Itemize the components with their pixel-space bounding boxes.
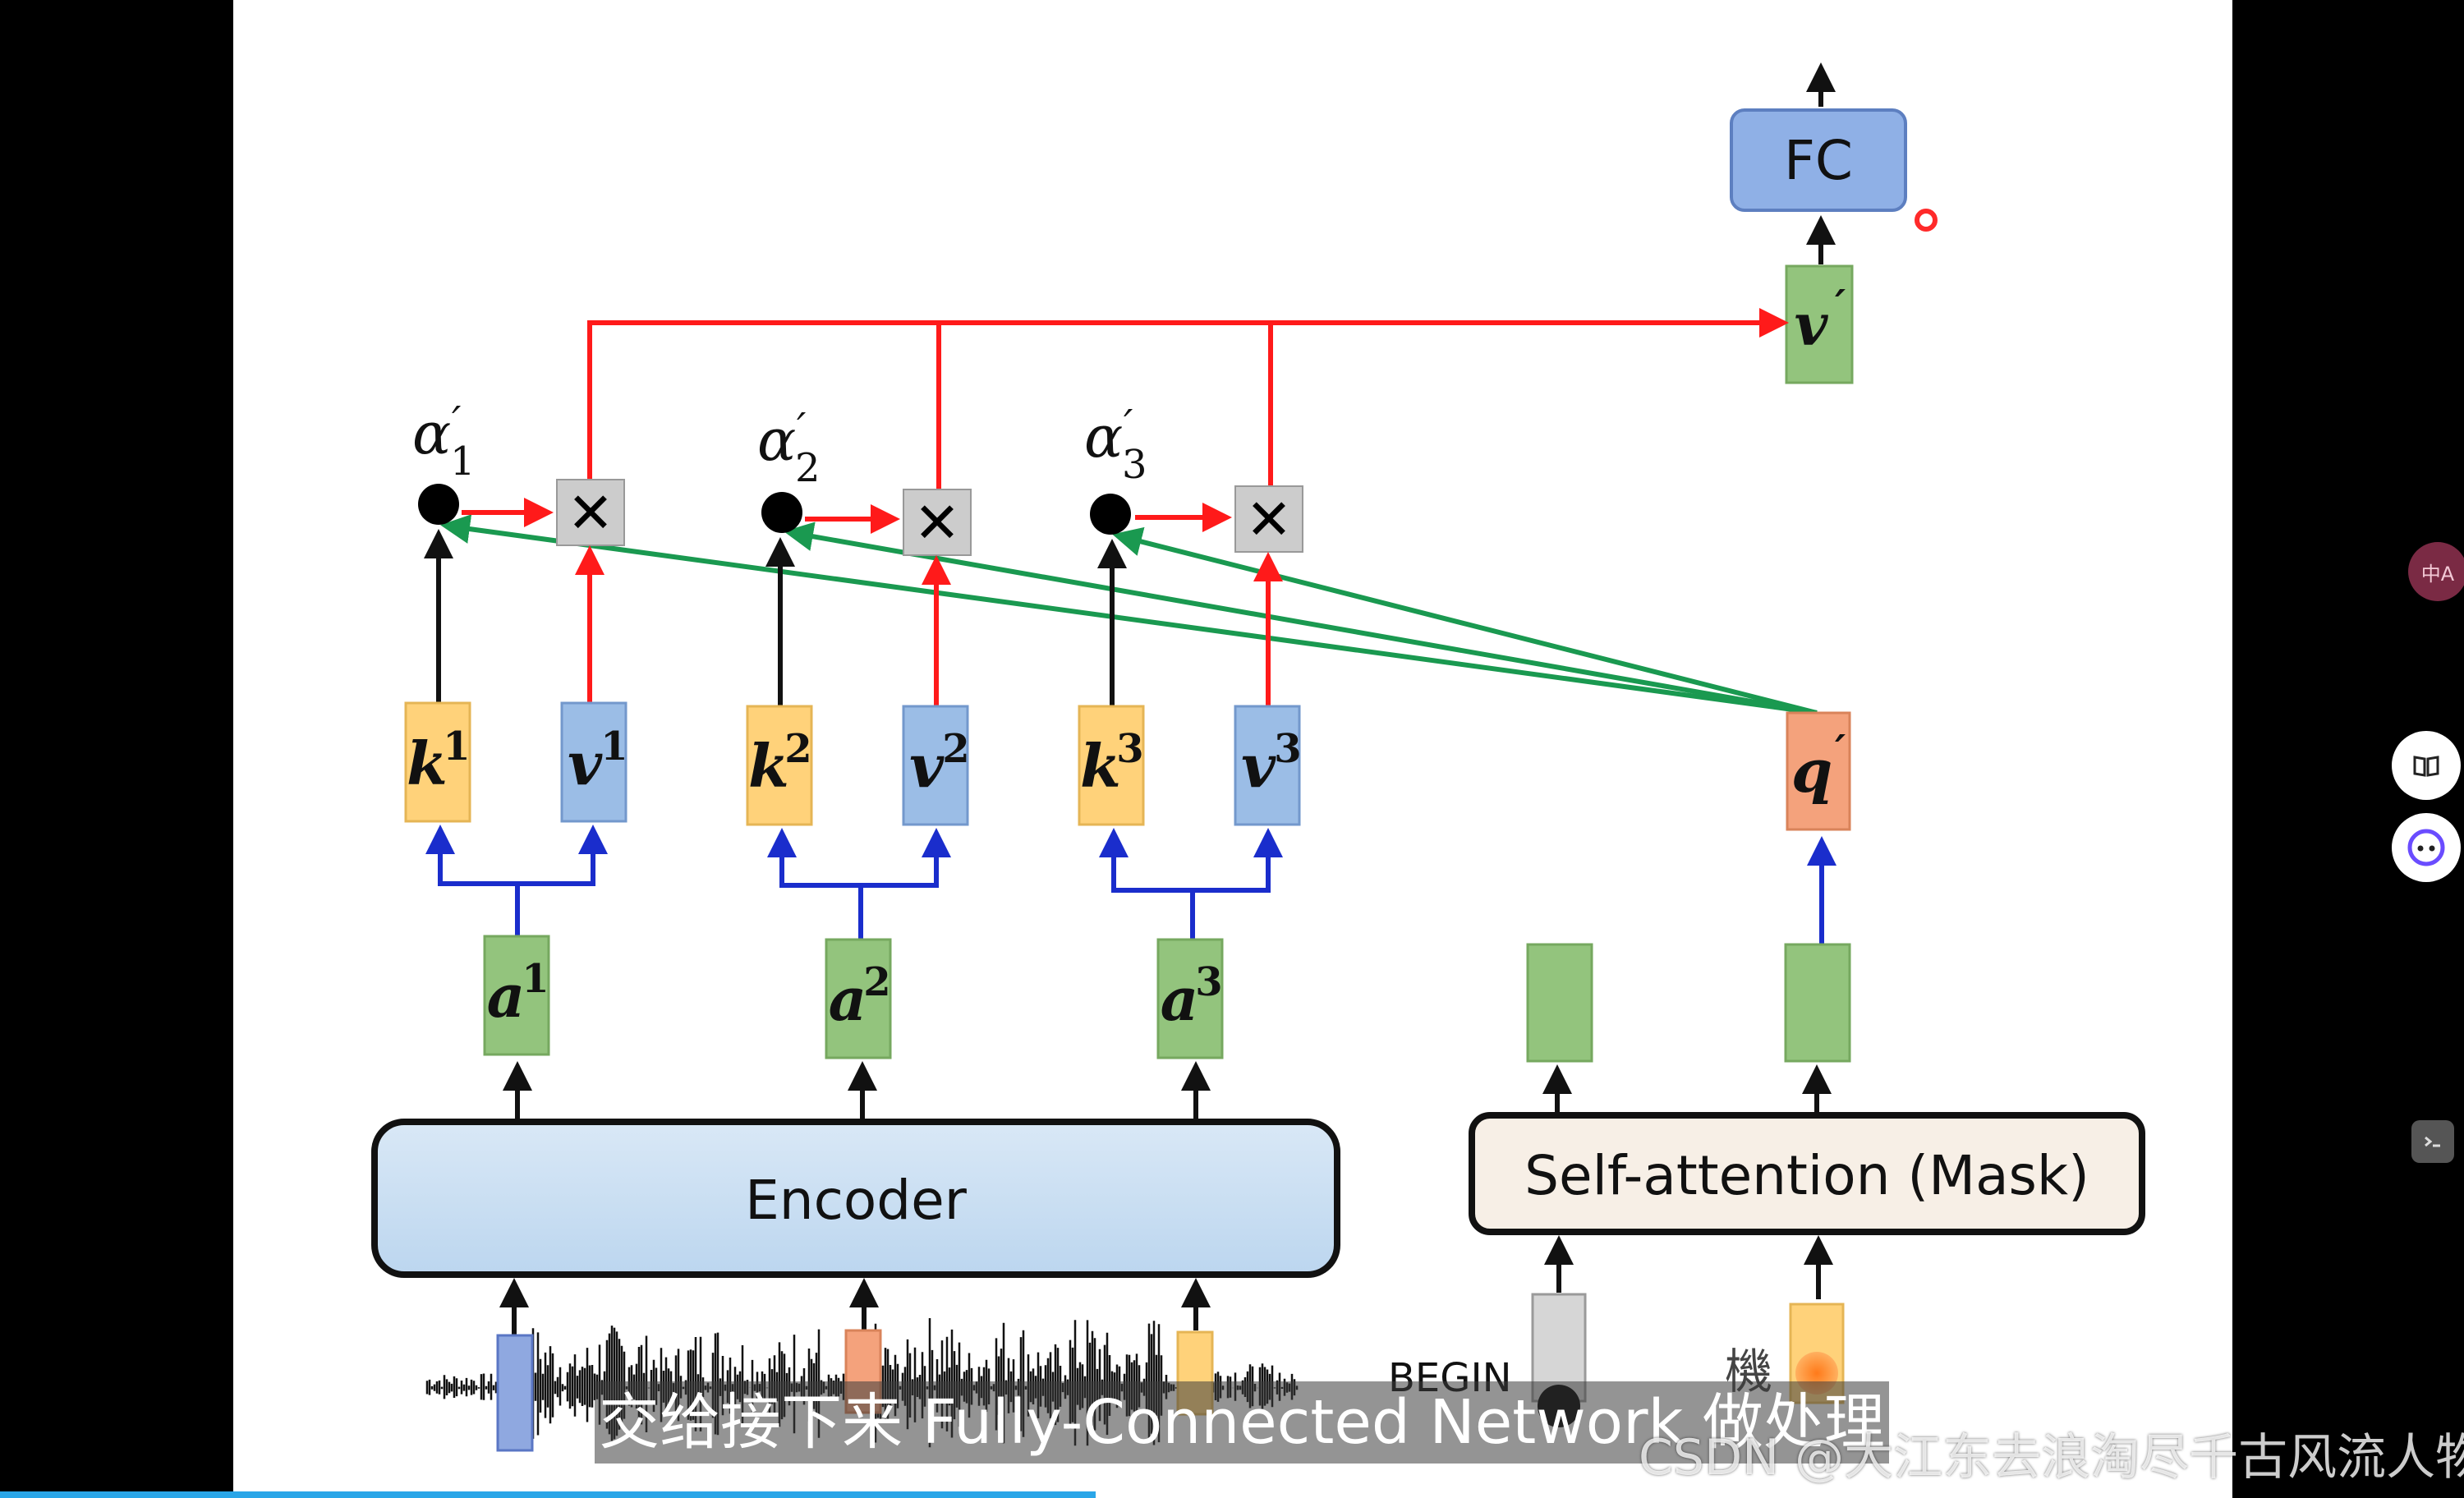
encoder-output-arrows [503, 1061, 1832, 1120]
key-2-sup: 2 [784, 726, 811, 772]
multiply-box-3 [1234, 485, 1303, 553]
key-3-box [1078, 705, 1145, 826]
attention-column-2: α ′ 2 ✕ k 2 v 2 a 2 [746, 404, 972, 1059]
v-prime-prime: ′ [1835, 280, 1846, 329]
value-3-sup: 3 [1274, 726, 1301, 772]
reader-button[interactable] [2392, 731, 2461, 800]
decoder-output-1 [1526, 943, 1593, 1063]
value-3-box [1234, 705, 1301, 826]
multiply-symbol-3: ✕ [1246, 488, 1293, 553]
translate-button[interactable]: 中A [2408, 542, 2464, 601]
query-block: q ′ [1786, 711, 1851, 944]
q-prime-box [1786, 711, 1851, 831]
key-1-label: k [407, 728, 448, 798]
alpha-3-label: α [1084, 403, 1123, 471]
weighted-sum-lines [587, 308, 1789, 489]
multiply-symbol-2: ✕ [914, 491, 961, 556]
q-prime-prime: ′ [1835, 725, 1846, 774]
alpha-2-sub: 2 [795, 445, 821, 491]
translate-label: 中A [2420, 562, 2455, 586]
alpha-1-sub: 1 [450, 439, 476, 485]
decoder-output-2 [1784, 943, 1851, 1063]
query-arrow-3 [1112, 526, 1818, 715]
input-2-sup: 2 [863, 959, 890, 1005]
query-arrow-1 [440, 514, 1818, 715]
attention-column-3: α ′ 3 ✕ k 3 v 3 a 3 [1078, 401, 1303, 1059]
value-1-box [560, 701, 627, 823]
input-2-label: a [829, 964, 867, 1034]
video-progress-bar[interactable] [0, 1491, 1096, 1498]
attention-column-1: α ′ 1 ✕ k 1 v 1 a 1 [404, 397, 628, 1056]
encoder-input-arrows [499, 1235, 1833, 1335]
alpha-2-label: α [757, 407, 796, 474]
input-1-label: a [487, 961, 526, 1031]
value-3-label: v [1241, 731, 1276, 801]
alpha-2-prime: ′ [797, 404, 807, 452]
alpha-2-dot [761, 492, 802, 533]
fc-label: FC [1784, 129, 1853, 192]
assistant-button[interactable] [2392, 813, 2461, 882]
key-2-label: k [748, 731, 789, 801]
input-1-sup: 1 [522, 956, 549, 1002]
self-attention-label: Self-attention (Mask) [1524, 1144, 2089, 1207]
alpha-1-label: α [412, 400, 451, 467]
value-2-box [902, 705, 969, 826]
input-2-box [825, 938, 892, 1059]
book-icon [2413, 756, 2439, 777]
self-attention-block: Self-attention (Mask) [1469, 1112, 2145, 1235]
input-3-label: a [1161, 964, 1199, 1034]
alpha-1-prime: ′ [452, 397, 462, 445]
input-3-sup: 3 [1195, 959, 1222, 1005]
subtitle-background [595, 1381, 1889, 1464]
frame-marker-1 [496, 1334, 534, 1452]
key-2-box [746, 705, 813, 826]
alpha-1-dot [418, 484, 459, 525]
multiply-symbol-1: ✕ [568, 481, 614, 546]
terminal-button[interactable] [2411, 1120, 2454, 1163]
assistant-icon [2407, 829, 2445, 866]
key-1-sup: 1 [443, 724, 470, 770]
video-subtitle: 交给接下来 Fully-Connected Network 做处理 [599, 1387, 1885, 1458]
alpha-3-sub: 3 [1122, 442, 1147, 488]
watermark: CSDN @大江东去浪淘尽千古风流人物 [1639, 1429, 2464, 1487]
fc-box [1730, 108, 1907, 212]
input-3-box [1156, 938, 1224, 1059]
key-1-box [404, 701, 471, 823]
value-1-sup: 1 [600, 724, 627, 770]
v-prime-label: v [1795, 291, 1829, 359]
value-2-sup: 2 [942, 726, 969, 772]
key-3-sup: 3 [1116, 726, 1143, 772]
encoder-block: Encoder [371, 1119, 1340, 1278]
cursor-indicator [1915, 209, 1938, 232]
self-attention-box [1469, 1112, 2145, 1235]
query-arrow-2 [784, 522, 1818, 715]
encoder-label: Encoder [745, 1169, 968, 1232]
fc-block: FC [1730, 62, 1907, 264]
alpha-3-dot [1090, 494, 1131, 535]
value-1-label: v [568, 728, 603, 798]
query-arrows [440, 514, 1818, 715]
key-3-label: k [1080, 731, 1121, 801]
v-prime-block: v ′ [1785, 264, 1854, 384]
encoder-box [371, 1119, 1340, 1278]
terminal-icon [2425, 1136, 2440, 1147]
input-1-box [483, 935, 550, 1056]
value-2-label: v [909, 731, 945, 801]
alpha-3-prime: ′ [1124, 401, 1133, 448]
q-prime-label: q [1791, 736, 1832, 806]
